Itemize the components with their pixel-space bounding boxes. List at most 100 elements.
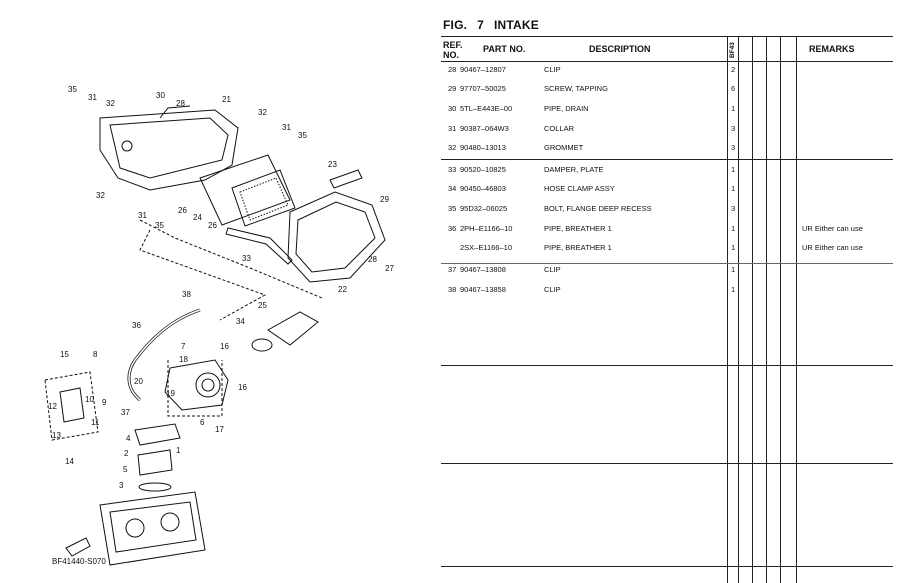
row-description: BOLT, FLANGE DEEP RECESS — [544, 204, 652, 213]
intake-joint — [267, 311, 319, 346]
svg-text:19: 19 — [166, 389, 175, 398]
col-divider — [738, 36, 739, 583]
row-qty: 3 — [731, 204, 736, 213]
svg-text:5: 5 — [123, 465, 128, 474]
svg-text:29: 29 — [380, 195, 389, 204]
figure-name: INTAKE — [494, 18, 539, 32]
svg-text:15: 15 — [60, 350, 69, 359]
row-qty: 2 — [731, 65, 736, 74]
svg-text:3: 3 — [119, 481, 124, 490]
group-rule — [441, 263, 893, 264]
header-model: BF43 — [729, 42, 736, 58]
damper-plate — [225, 227, 293, 265]
row-qty: 6 — [731, 84, 736, 93]
row-qty: 1 — [731, 285, 736, 294]
col-divider — [766, 36, 767, 583]
row-description: HOSE CLAMP ASSY — [544, 184, 615, 193]
parts-table: REF. NO. PART NO. DESCRIPTION BF43 REMAR… — [441, 36, 893, 583]
col-divider — [727, 36, 728, 583]
svg-text:28: 28 — [176, 99, 185, 108]
svg-text:13: 13 — [52, 431, 61, 440]
diagram-code: BF41440-S070 — [52, 557, 106, 566]
figure-title: FIG. 7 INTAKE — [443, 18, 549, 32]
row-qty: 1 — [731, 104, 736, 113]
row-part-no: 90467–13858 — [460, 285, 506, 294]
row-description: CLIP — [544, 285, 561, 294]
row-ref: 34 — [448, 184, 457, 193]
svg-text:30: 30 — [156, 91, 165, 100]
row-ref: 35 — [448, 204, 457, 213]
header-ref-line2: NO. — [443, 50, 460, 60]
row-ref: 33 — [448, 165, 457, 174]
svg-text:24: 24 — [193, 213, 202, 222]
row-description: PIPE, BREATHER 1 — [544, 224, 612, 233]
svg-text:1: 1 — [176, 446, 181, 455]
svg-text:32: 32 — [258, 108, 267, 117]
group-rule — [441, 159, 893, 160]
svg-text:35: 35 — [68, 85, 77, 94]
row-part-no: 5TL–E443E–00 — [460, 104, 513, 113]
svg-text:23: 23 — [328, 160, 337, 169]
row-qty: 1 — [731, 184, 736, 193]
fwd-arrow — [65, 537, 91, 557]
row-part-no: 2PH–E1166–10 — [460, 224, 513, 233]
row-description: SCREW, TAPPING — [544, 84, 608, 93]
row-ref: 28 — [448, 65, 457, 74]
svg-text:20: 20 — [134, 377, 143, 386]
header-rule — [441, 61, 893, 62]
row-qty: 3 — [731, 124, 736, 133]
svg-text:31: 31 — [138, 211, 147, 220]
svg-text:10: 10 — [85, 395, 94, 404]
svg-text:31: 31 — [282, 123, 291, 132]
svg-text:22: 22 — [338, 285, 347, 294]
svg-text:9: 9 — [102, 398, 107, 407]
svg-text:28: 28 — [368, 255, 377, 264]
row-qty: 1 — [731, 243, 736, 252]
row-part-no: 90467–13808 — [460, 265, 506, 274]
svg-text:25: 25 — [258, 301, 267, 310]
row-ref: 30 — [448, 104, 457, 113]
air-cleaner-cover — [99, 109, 239, 191]
table-top-rule — [441, 36, 893, 37]
row-remarks: UR Either can use — [802, 243, 863, 252]
svg-text:14: 14 — [65, 457, 74, 466]
row-ref: 29 — [448, 84, 457, 93]
svg-text:33: 33 — [242, 254, 251, 263]
svg-text:16: 16 — [220, 342, 229, 351]
row-ref: 36 — [448, 224, 457, 233]
row-description: DAMPER, PLATE — [544, 165, 604, 174]
svg-text:17: 17 — [215, 425, 224, 434]
svg-text:36: 36 — [132, 321, 141, 330]
svg-text:2: 2 — [124, 449, 129, 458]
row-part-no: 90480–13013 — [460, 143, 506, 152]
svg-text:18: 18 — [179, 355, 188, 364]
svg-text:21: 21 — [222, 95, 231, 104]
row-description: PIPE, DRAIN — [544, 104, 589, 113]
svg-text:34: 34 — [236, 317, 245, 326]
row-description: COLLAR — [544, 124, 575, 133]
row-description: PIPE, BREATHER 1 — [544, 243, 612, 252]
svg-text:8: 8 — [93, 350, 98, 359]
svg-text:4: 4 — [126, 434, 131, 443]
svg-text:37: 37 — [121, 408, 130, 417]
element-frame — [199, 154, 291, 226]
col-divider — [796, 36, 797, 583]
row-qty: 1 — [731, 265, 736, 274]
header-description: DESCRIPTION — [589, 44, 651, 54]
svg-text:26: 26 — [178, 206, 187, 215]
manifold — [134, 423, 181, 446]
figure-number: 7 — [477, 18, 485, 32]
group-rule — [441, 566, 893, 567]
row-description: CLIP — [544, 65, 561, 74]
svg-text:6: 6 — [200, 418, 205, 427]
header-remarks: REMARKS — [809, 44, 855, 54]
row-part-no: 2SX–E1166–10 — [460, 243, 512, 252]
row-remarks: UR Either can use — [802, 224, 863, 233]
col-divider — [780, 36, 781, 583]
figure-prefix: FIG. — [443, 18, 468, 32]
header-part-no: PART NO. — [483, 44, 526, 54]
row-description: CLIP — [544, 265, 561, 274]
